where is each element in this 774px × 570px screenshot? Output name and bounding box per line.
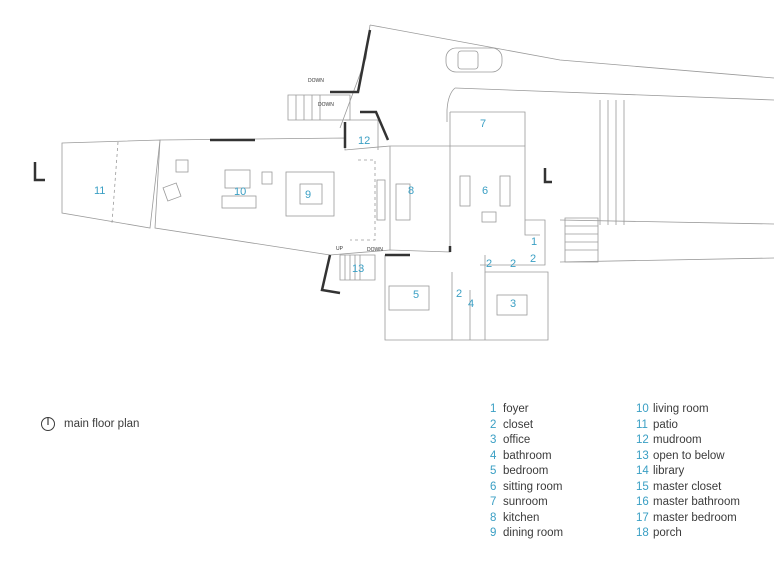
room-number-sitting-room: 6	[482, 185, 488, 197]
legend-number: 8	[490, 511, 497, 524]
legend-item: 13 open to below	[636, 449, 740, 465]
legend-label: master bathroom	[653, 496, 740, 508]
legend-column-right: 10 living room 11 patio 12 mudroom 13 open t…	[636, 402, 740, 542]
room-number-bedroom: 5	[413, 289, 419, 301]
legend-number: 18	[636, 527, 649, 539]
legend-number: 14	[636, 465, 649, 477]
legend-label: bedroom	[503, 465, 549, 477]
legend-item: 5 bedroom	[490, 464, 563, 480]
legend-number: 13	[636, 449, 649, 462]
room-number-living-room: 10	[234, 186, 246, 198]
room-number-closet-a: 2	[486, 258, 492, 270]
legend-item: 14 library	[636, 464, 740, 480]
legend-item: 2 closet	[490, 418, 563, 434]
kitchen-island-icon	[395, 183, 411, 221]
legend-item: 12 mudroom	[636, 433, 740, 449]
interior-stairs	[339, 254, 376, 281]
legend-number: 12	[636, 434, 649, 446]
legend-label: kitchen	[503, 511, 540, 524]
plan-title: main floor plan	[64, 418, 140, 430]
room-number-dining-room: 9	[305, 189, 311, 201]
legend-item: 1 foyer	[490, 402, 563, 418]
legend-item: 4 bathroom	[490, 449, 563, 465]
legend-item: 9 dining room	[490, 526, 563, 542]
room-number-foyer: 1	[531, 236, 537, 248]
room-number-open-to-below: 13	[352, 263, 364, 275]
legend-item: 16 master bathroom	[636, 495, 740, 511]
main-volume-outline	[154, 137, 451, 256]
legend-label: bathroom	[503, 449, 552, 462]
legend-item: 10 living room	[636, 402, 740, 418]
floor-plan-drawing: 1 2 2 2 2 3 4 5 6 7 8 9 10 11 12 13 DOWN…	[33, 24, 774, 341]
legend-label: master bedroom	[653, 511, 737, 524]
legend-item: 18 porch	[636, 526, 740, 542]
legend-number: 6	[490, 480, 497, 493]
sunroom-outline	[450, 111, 526, 146]
legend-label: open to below	[653, 449, 725, 462]
room-number-office: 3	[510, 298, 516, 310]
legend-number: 1	[490, 403, 497, 415]
legend-item: 17 master bedroom	[636, 511, 740, 527]
dining-table-icon	[285, 171, 335, 217]
stair-label-down-2: DOWN	[318, 102, 334, 108]
legend-number: 11	[636, 418, 648, 431]
legend-number: 5	[490, 465, 497, 477]
room-number-sunroom: 7	[480, 118, 486, 130]
legend-label: mudroom	[653, 434, 702, 446]
room-number-kitchen: 8	[408, 185, 414, 197]
legend-number: 2	[490, 418, 497, 431]
legend-column-left: 1 foyer 2 closet 3 office 4 bathroom 5 bedroo…	[490, 402, 563, 542]
street-edge	[559, 219, 774, 225]
stair-label-down-3: DOWN	[367, 247, 383, 253]
north-arrow-icon	[41, 417, 55, 431]
legend-label: office	[503, 434, 531, 446]
legend-number: 17	[636, 511, 649, 524]
legend-item: 7 sunroom	[490, 495, 563, 511]
legend-number: 10	[636, 403, 649, 415]
room-number-closet-c: 2	[530, 253, 536, 265]
legend-label: porch	[653, 527, 682, 539]
porch-stairs	[607, 100, 625, 225]
legend-item: 8 kitchen	[490, 511, 563, 527]
stair-label-down-1: DOWN	[308, 78, 324, 84]
car-icon	[445, 47, 503, 73]
legend-label: master closet	[653, 480, 722, 493]
street-edge-lower	[559, 257, 774, 263]
legend-label: closet	[503, 418, 534, 431]
legend-item: 11 patio	[636, 418, 740, 434]
room-number-patio: 11	[94, 185, 105, 197]
room-number-bathroom: 4	[468, 298, 474, 310]
driveway-outline	[446, 87, 456, 122]
lower-wing-outline	[384, 255, 549, 341]
room-number-mudroom: 12	[358, 135, 370, 147]
sofa-icon	[221, 195, 257, 209]
legend-label: sunroom	[503, 496, 548, 508]
driveway-edge	[454, 87, 774, 101]
legend-number: 16	[636, 496, 649, 508]
legend-label: foyer	[503, 403, 529, 415]
legend-label: patio	[653, 418, 678, 431]
legend-label: dining room	[503, 527, 564, 539]
legend-label: sitting room	[503, 480, 563, 493]
legend-number: 9	[490, 527, 497, 539]
entry-stairs	[564, 217, 599, 263]
legend-number: 4	[490, 449, 497, 462]
room-number-closet-b: 2	[510, 258, 516, 270]
patio-outline	[61, 139, 161, 229]
legend-item: 15 master closet	[636, 480, 740, 496]
legend-item: 3 office	[490, 433, 563, 449]
room-number-closet-d: 2	[456, 288, 462, 300]
legend-label: living room	[653, 403, 709, 415]
legend-item: 6 sitting room	[490, 480, 563, 496]
legend-number: 3	[490, 434, 497, 446]
legend-number: 7	[490, 496, 497, 508]
stair-label-up: UP	[336, 246, 344, 252]
legend-number: 15	[636, 480, 649, 493]
plan-caption: main floor plan	[40, 416, 139, 432]
legend-label: library	[653, 465, 685, 477]
site-outline	[369, 24, 774, 79]
